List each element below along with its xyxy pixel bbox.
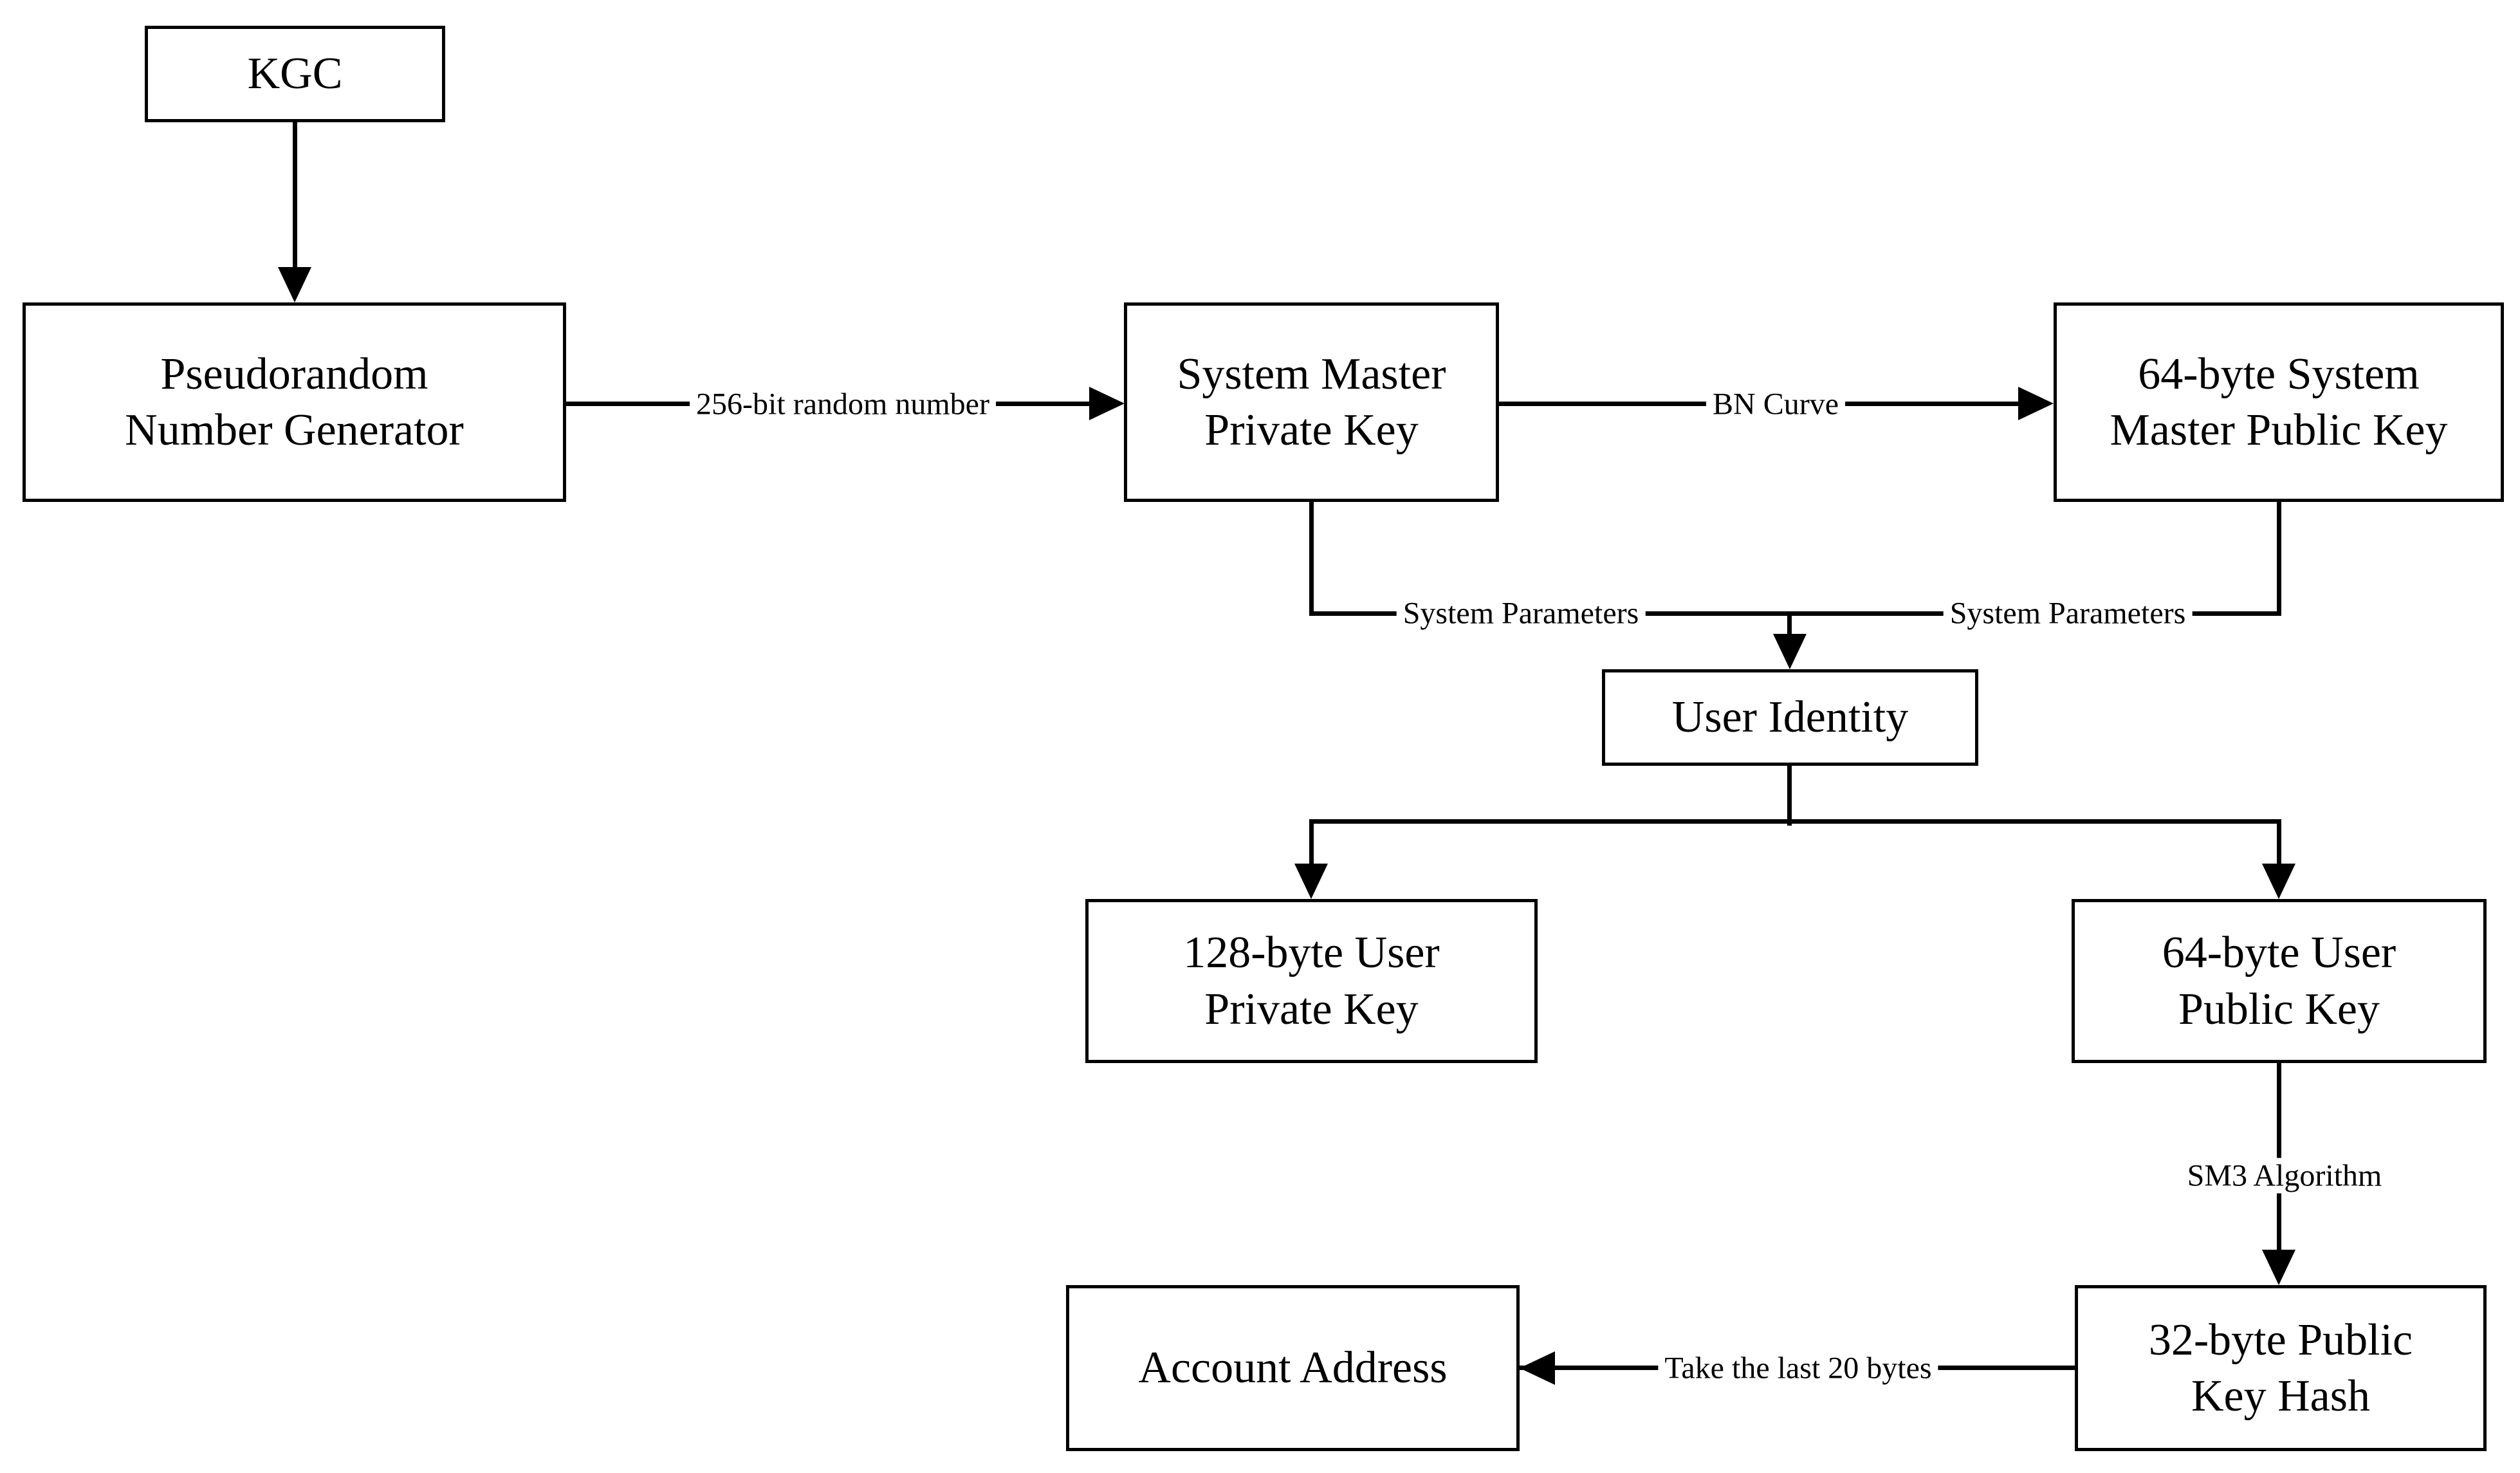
node-system-master-private-key: System Master Private Key <box>1124 302 1499 502</box>
connector-branch <box>1309 819 2281 824</box>
connector-branch-to-user-private-key <box>1309 824 1314 866</box>
node-user-private-key-label: 128-byte User Private Key <box>1183 925 1440 1037</box>
connector-user-public-key-to-hash <box>2277 1063 2281 1252</box>
node-public-key-hash: 32-byte Public Key Hash <box>2075 1285 2487 1451</box>
node-system-master-private-key-label: System Master Private Key <box>1177 346 1446 459</box>
connector-system-parameters <box>1309 611 2281 616</box>
node-user-identity-label: User Identity <box>1672 689 1908 746</box>
node-label-line: Account Address <box>1138 1343 1448 1393</box>
node-label-line: Public Key <box>2178 984 2380 1034</box>
node-label-line: Pseudorandom <box>160 349 428 399</box>
node-label-line: Key Hash <box>2191 1371 2370 1421</box>
node-account-address-label: Account Address <box>1138 1340 1447 1396</box>
arrowhead-down-user-private-key <box>1294 864 1328 899</box>
node-label-line: System Master <box>1177 349 1446 399</box>
arrowhead-left-account-address <box>1520 1351 1555 1385</box>
node-label-line: Number Generator <box>125 405 464 455</box>
edge-label-take-last-20-bytes: Take the last 20 bytes <box>1658 1350 1938 1386</box>
edge-label-system-parameters-left: System Parameters <box>1396 595 1646 631</box>
node-label-line: Master Public Key <box>2110 405 2448 455</box>
connector-master-private-key-down <box>1309 502 1314 616</box>
connector-kgc-to-prng <box>293 122 297 273</box>
edge-label-system-parameters-right: System Parameters <box>1943 595 2193 631</box>
edge-label-sm3-algorithm: SM3 Algorithm <box>2180 1158 2389 1194</box>
node-label-line: 32-byte Public <box>2148 1315 2413 1365</box>
node-system-master-public-key-label: 64-byte System Master Public Key <box>2110 346 2448 459</box>
node-label-line: 64-byte System <box>2138 349 2420 399</box>
connector-junction-to-user-identity <box>1787 611 1792 640</box>
node-label-line: Private Key <box>1204 984 1419 1034</box>
edge-label-bn-curve: BN Curve <box>1706 386 1845 422</box>
node-kgc: KGC <box>145 26 445 122</box>
arrowhead-down-public-key-hash <box>2262 1250 2295 1285</box>
node-public-key-hash-label: 32-byte Public Key Hash <box>2149 1312 2413 1425</box>
node-system-master-public-key: 64-byte System Master Public Key <box>2054 302 2504 502</box>
node-label-line: KGC <box>247 49 343 99</box>
node-user-identity: User Identity <box>1602 669 1978 766</box>
node-kgc-label: KGC <box>248 46 343 102</box>
node-label-line: Private Key <box>1204 405 1419 455</box>
node-pseudorandom-number-generator: Pseudorandom Number Generator <box>23 302 566 502</box>
node-label-line: 128-byte User <box>1183 928 1440 977</box>
arrowhead-down-user-identity <box>1773 634 1807 669</box>
node-user-private-key: 128-byte User Private Key <box>1085 899 1538 1063</box>
connector-branch-to-user-public-key <box>2277 824 2281 866</box>
node-label-line: User Identity <box>1671 692 1909 743</box>
arrowhead-down-user-public-key <box>2262 864 2295 899</box>
node-account-address: Account Address <box>1066 1285 1520 1451</box>
node-pseudorandom-number-generator-label: Pseudorandom Number Generator <box>125 346 464 459</box>
node-label-line: 64-byte User <box>2162 928 2396 977</box>
arrowhead-right-master-private-key <box>1089 387 1125 420</box>
connector-master-public-key-down <box>2277 502 2281 616</box>
connector-user-identity-down <box>1787 766 1792 826</box>
arrowhead-down-prng <box>278 267 311 302</box>
node-user-public-key-label: 64-byte User Public Key <box>2162 925 2396 1037</box>
arrowhead-right-master-public-key <box>2018 387 2054 420</box>
node-user-public-key: 64-byte User Public Key <box>2072 899 2487 1063</box>
edge-label-random-number: 256-bit random number <box>690 386 996 422</box>
